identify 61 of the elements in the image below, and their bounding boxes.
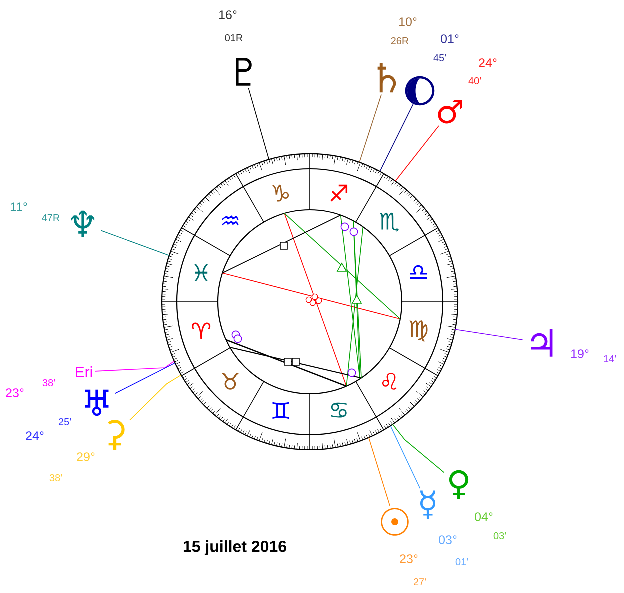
minute-label: 25' [59,418,72,426]
zodiac-sign: ♑ [272,184,290,202]
leader-line [100,230,170,256]
minute-label: 03' [494,532,506,540]
leader-line [390,426,421,490]
minute-label: 26R [391,37,409,45]
leader-line [248,88,270,160]
leader-line [130,374,182,421]
minute-label: 40' [468,77,482,85]
zodiac-sign: ♏ [380,212,400,232]
planet-symbol: ♃ [531,329,553,357]
degree-label: 29° [77,452,95,462]
minute-label: 01R [225,34,243,42]
minute-label: 27' [414,578,426,586]
zodiac-sign: ♒ [222,216,239,226]
planet-symbol: ♇ [236,58,252,86]
planet-symbol: ♀ [449,470,469,500]
zodiac-sign: ♈ [192,322,211,340]
planet-symbol: ☿ [420,490,436,520]
leader-line [94,360,175,372]
zodiac-sign: ♌ [382,373,397,390]
degree-label: 23° [400,554,418,564]
zodiac-sign: ♊ [272,402,290,420]
leader-line [392,424,445,474]
planet-symbol: ♂ [438,100,462,124]
degree-label: 03° [439,536,457,544]
leader-line [359,94,382,163]
degree-label: 11° [10,202,28,212]
minute-label: 47R [42,214,60,222]
minute-label: 14' [604,356,616,362]
planet-symbol: ☉ [381,508,409,536]
leader-line [455,329,524,340]
leader-line [380,104,414,172]
degree-label: 10° [400,18,417,26]
planet-label: Eri [76,366,92,378]
degree-label: 16° [220,10,237,20]
planet-symbol: ♅ [85,390,109,416]
minute-label: 45' [434,54,446,62]
degree-label: 04° [475,512,493,522]
minute-label: 38' [50,474,62,482]
minute-label: 01' [456,558,468,566]
leader-line [368,437,390,506]
degree-label: 24° [26,432,44,440]
minute-label: 38' [42,379,56,387]
planet-symbol: ♄ [378,63,396,93]
zodiac-sign: ♓ [194,264,208,282]
leader-line [395,126,440,182]
zodiac-sign: ♉ [222,373,239,390]
degree-label: 01° [441,34,459,44]
zodiac-sign: ♎ [410,265,428,280]
degree-label: 23° [6,388,24,398]
caption: 15 juillet 2016 [184,540,286,556]
moon-icon [405,76,435,106]
planet-symbol: ⚳ [108,420,125,450]
zodiac-sign: ♋ [331,402,347,418]
degree-label: 19° [572,350,589,358]
degree-label: 24° [479,58,497,68]
zodiac-sign: ♐ [330,184,348,202]
planet-symbol: ♆ [71,210,95,238]
leader-line [114,362,176,394]
zodiac-sign: ♍ [410,320,428,342]
